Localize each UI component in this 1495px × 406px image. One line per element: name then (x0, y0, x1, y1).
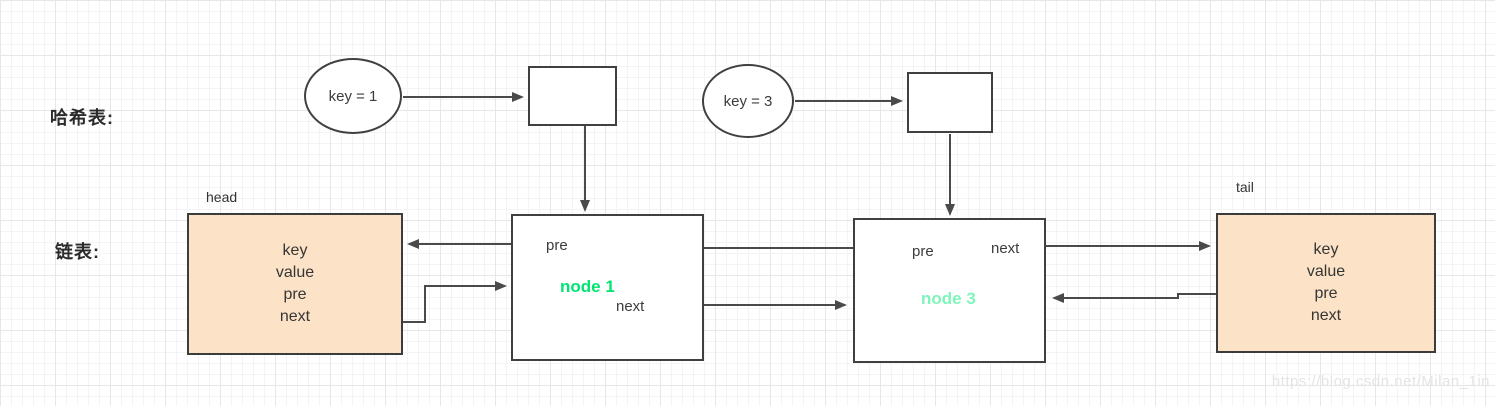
linked-list-section-label: 链表: (55, 242, 100, 262)
hash-table-section-label: 哈希表: (50, 108, 114, 128)
node1-pre-label: pre (546, 237, 568, 254)
node1-box: pre node 1 next (511, 214, 704, 361)
node3-pre-label: pre (912, 243, 934, 260)
hash-key-ellipse-1: key = 1 (304, 58, 402, 134)
hash-key-ellipse-2: key = 3 (702, 64, 794, 138)
head-field-value: value (275, 264, 315, 281)
hash-key-1-label: key = 1 (328, 87, 378, 105)
node3-box: pre next node 3 (853, 218, 1046, 363)
hash-bucket-rect-1 (528, 66, 617, 126)
hash-bucket-rect-2 (907, 72, 993, 133)
watermark-url: https://blog.csdn.net/Milan_1in (1271, 373, 1490, 390)
head-node-box: key value pre next (187, 213, 403, 355)
node3-next-label: next (991, 240, 1020, 257)
tail-field-value: value (1306, 263, 1346, 280)
head-field-key: key (282, 242, 308, 259)
hash-key-3-label: key = 3 (723, 92, 773, 110)
tail-field-pre: pre (1314, 285, 1338, 302)
tail-field-next: next (1310, 307, 1342, 324)
head-field-next: next (279, 308, 311, 325)
tail-node-box: key value pre next (1216, 213, 1436, 353)
node1-title: node 1 (560, 277, 615, 296)
head-label: head (206, 189, 238, 205)
tail-field-key: key (1313, 241, 1339, 258)
head-field-pre: pre (283, 286, 307, 303)
tail-label: tail (1236, 179, 1254, 195)
node1-next-label: next (616, 298, 645, 315)
node3-title: node 3 (921, 289, 976, 308)
